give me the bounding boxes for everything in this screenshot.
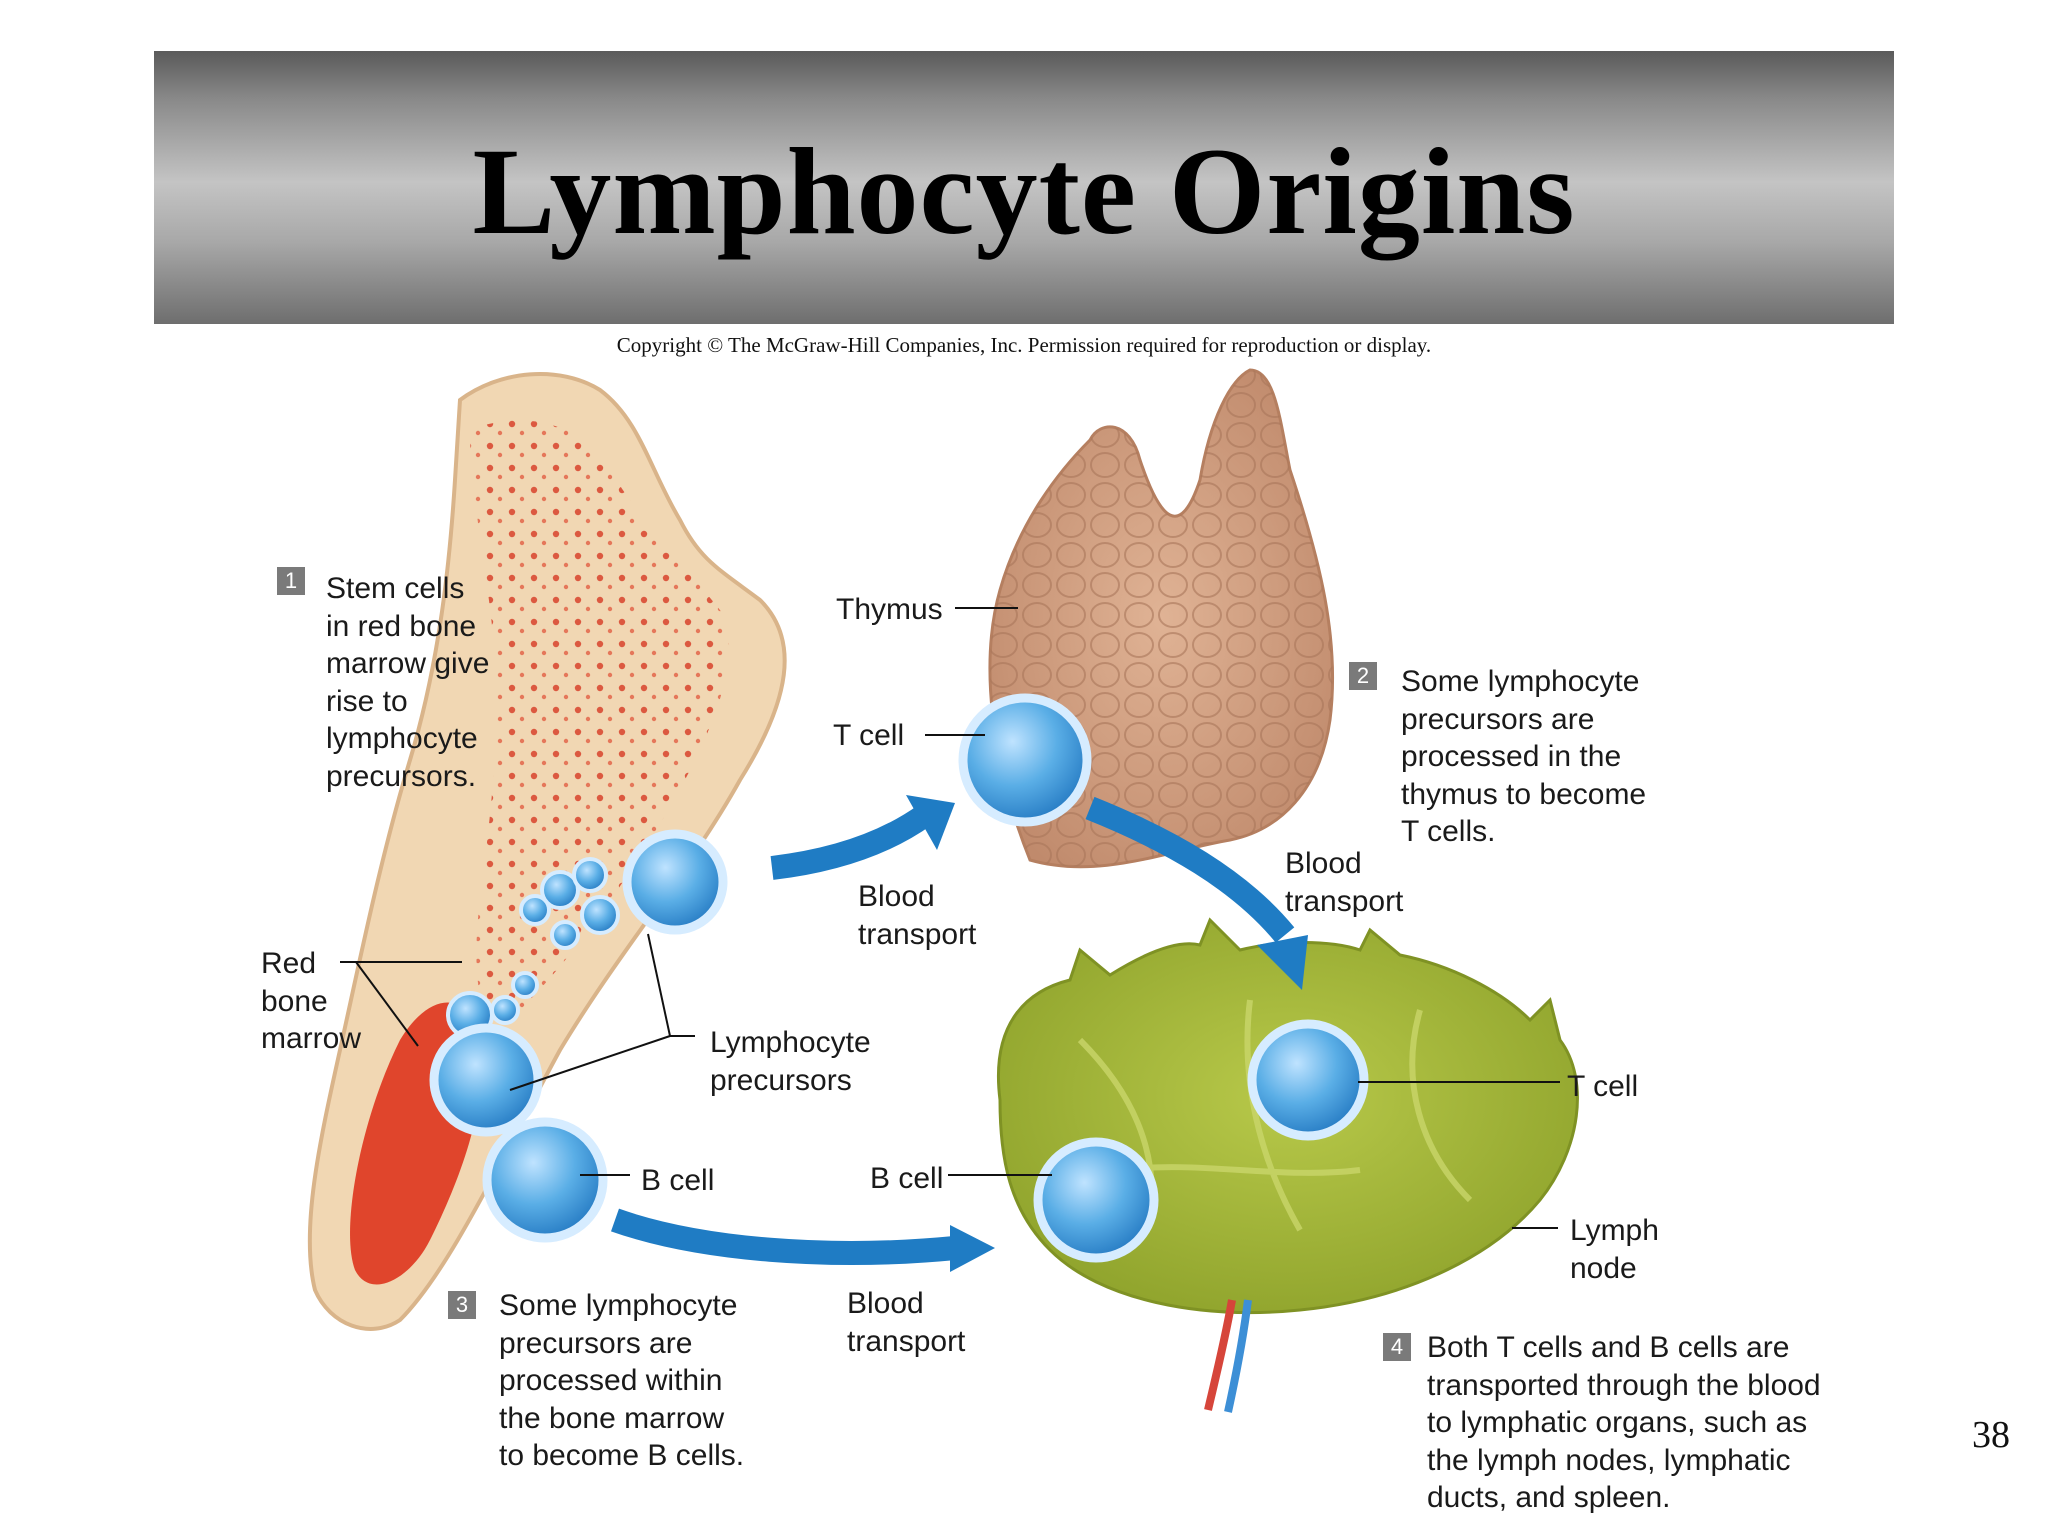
blood-transport-arrow-2 [1085, 796, 1308, 990]
red-bone-marrow-label: Red bone marrow [261, 947, 362, 1055]
b-cell-lymph-node [1033, 1137, 1159, 1263]
step-2-text: Some lymphocyte precursors are processed… [1401, 665, 1647, 848]
slide-title: Lymphocyte Origins [472, 123, 1576, 260]
lymphocyte-precursor-cell [429, 1023, 543, 1137]
b-cell-marrow-label: B cell [641, 1164, 715, 1197]
step-1-badge: 1 [277, 567, 305, 595]
t-cell-thymus-label: T cell [833, 719, 905, 752]
t-cell-thymus [958, 693, 1092, 827]
step-4-text: Both T cells and B cells are transported… [1427, 1331, 1821, 1514]
blood-transport-arrow-1 [770, 795, 955, 880]
t-cell-lymph-node [1247, 1019, 1369, 1141]
blood-transport-arrow-3 [611, 1208, 995, 1272]
lymph-node-label: Lymph node [1570, 1214, 1659, 1285]
precursor-cell-cluster [446, 857, 620, 1039]
red-bone-marrow-leader-line-2 [355, 961, 419, 1047]
b-cell-node-label: B cell [870, 1162, 944, 1195]
step-4-badge: 4 [1383, 1333, 1411, 1361]
leader-lines [340, 607, 1560, 1229]
blood-transport-label-1: Blood transport [858, 880, 977, 951]
blood-transport-label-2: Blood transport [1285, 847, 1404, 918]
step-2-badge: 2 [1349, 662, 1377, 690]
b-cell-marrow [482, 1117, 608, 1243]
precursor-leader-line-1 [647, 933, 671, 1037]
step-1-text: Stem cells in red bone marrow give rise … [326, 572, 490, 793]
step-3-badge: 3 [448, 1291, 476, 1319]
lymphocyte-precursors-label: Lymphocyte precursors [710, 1026, 871, 1097]
thymus-label: Thymus [836, 593, 943, 626]
lymphocyte-precursor-cell-large [622, 829, 728, 935]
t-cell-node-label: T cell [1567, 1070, 1639, 1103]
copyright-notice: Copyright © The McGraw-Hill Companies, I… [616, 333, 1432, 357]
title-bar: Lymphocyte Origins [154, 51, 1894, 324]
page-number: 38 [1972, 1414, 2010, 1456]
precursor-leader-line-2 [509, 1035, 671, 1091]
step-3-text: Some lymphocyte precursors are processed… [499, 1289, 745, 1472]
blood-transport-label-3: Blood transport [847, 1287, 966, 1358]
